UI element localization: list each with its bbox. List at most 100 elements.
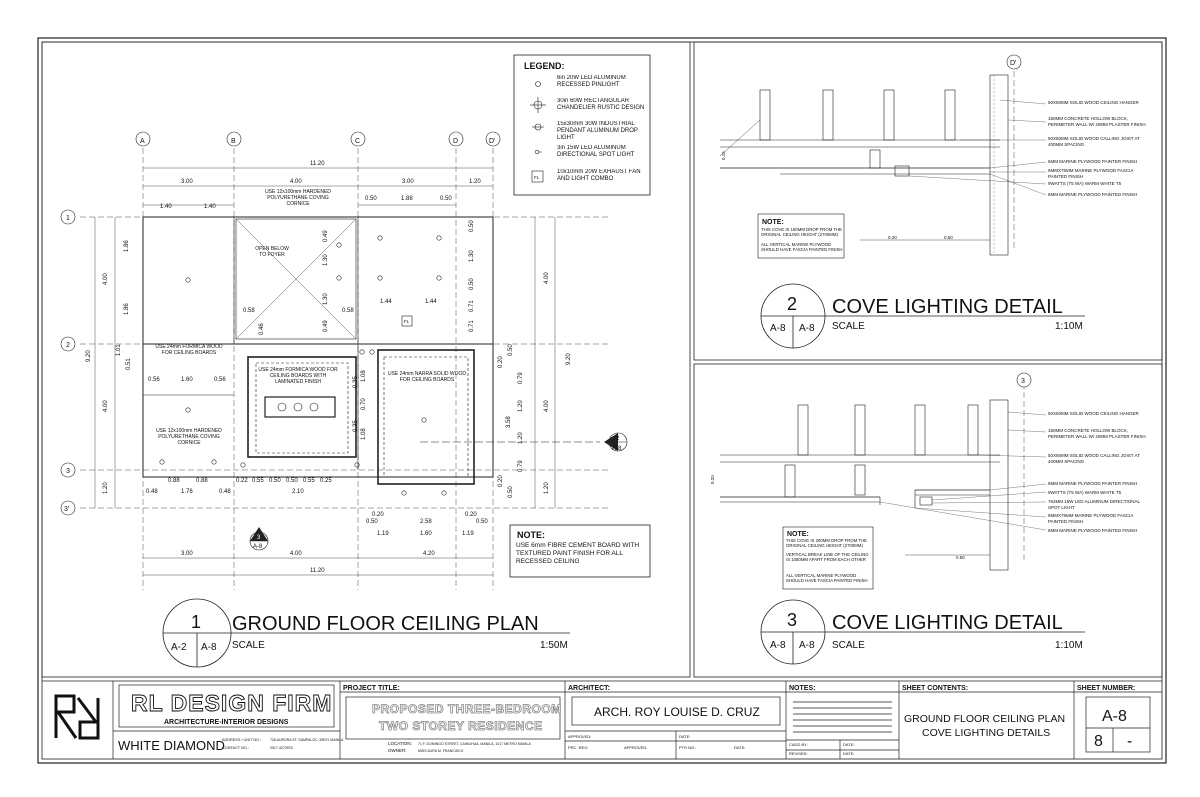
- svg-text:0.50: 0.50: [366, 519, 378, 525]
- detail3-drawing: [720, 383, 1025, 571]
- plan-title: GROUND FLOOR CEILING PLAN: [232, 613, 539, 635]
- svg-text:1.20: 1.20: [103, 482, 109, 494]
- legend-symbols: [530, 81, 546, 183]
- detail3-grid-bubble: [1016, 372, 1032, 388]
- svg-text:FL: FL: [534, 175, 540, 180]
- location-label: LOCATION:: [388, 741, 412, 746]
- address-value: 726 AURORA ST. SAMPALOC, BRGY MANILA: [270, 738, 344, 742]
- svg-text:0.51: 0.51: [126, 358, 132, 370]
- svg-text:4.00: 4.00: [544, 272, 550, 284]
- detail2-title-bubble: [760, 283, 1085, 349]
- svg-text:1.20: 1.20: [544, 482, 550, 494]
- svg-text:4.00: 4.00: [290, 179, 302, 185]
- detail2-ref-right: A-8: [799, 323, 815, 334]
- svg-text:0.15: 0.15: [721, 151, 726, 160]
- date2-label: DATE:: [734, 745, 745, 750]
- prc-label: PRC. REG:: [568, 745, 588, 750]
- svg-text:0.79: 0.79: [518, 372, 524, 384]
- project-title-label: PROJECT TITLE:: [343, 685, 400, 692]
- sheet-border-outer: [37, 37, 1167, 764]
- contact-label: CONTACT NO.:: [222, 746, 249, 750]
- detail3-note-box: [782, 526, 874, 590]
- detail2-note-box: [757, 213, 845, 259]
- plan-dimensions: 11.20 3.00 4.00 3.00 1.20 1.40 1.40 0.50…: [86, 161, 572, 574]
- note-coving-bottom: USE 12x100mm HARDENED POLYURETHANE COVIN…: [156, 428, 222, 446]
- title-block-grid: [112, 681, 1162, 759]
- svg-text:2.10: 2.10: [292, 489, 304, 495]
- contents-line1: GROUND FLOOR CEILING PLAN: [904, 713, 1065, 725]
- location-value: 71 F. DOMINGO STREET, CAINGHUA, MANILA, …: [418, 742, 531, 746]
- section-marker-3: 3 A-8: [249, 527, 269, 551]
- plan-ref-left: A-2: [171, 642, 187, 653]
- exhaust-fan-icon: [531, 170, 544, 183]
- date4-label: DATE:: [843, 751, 854, 756]
- svg-text:0.49: 0.49: [323, 230, 329, 242]
- svg-text:4.00: 4.00: [290, 551, 302, 557]
- svg-text:0.22: 0.22: [236, 478, 248, 484]
- architect-name: ARCH. ROY LOUISE D. CRUZ: [594, 705, 760, 719]
- svg-text:4.00: 4.00: [103, 273, 109, 285]
- date-label: DATE:: [679, 734, 690, 739]
- detail3-note-title: NOTE:: [787, 531, 809, 538]
- grid-row-2: 2: [66, 342, 70, 349]
- svg-text:1.86: 1.86: [124, 303, 130, 315]
- grid-col-d: D: [453, 138, 458, 145]
- legend-item-pendant: 15x30mm 30W INDUSTRIAL PENDANT ALUMINUM …: [557, 121, 638, 139]
- detail3-ref-right: A-8: [799, 640, 815, 651]
- detail3-callouts: 50X50MM SOLID WOOD CEILING HANGER 150MM …: [1048, 411, 1146, 533]
- svg-text:1.44: 1.44: [425, 299, 437, 305]
- svg-text:A-8: A-8: [612, 446, 622, 452]
- legend-item-chandelier: 30in 60W RECTANGULAR CHANDELIER RUSTIC D…: [557, 98, 645, 111]
- svg-text:0.48: 0.48: [146, 489, 158, 495]
- detail2-scale-value: 1:10M: [1055, 321, 1083, 332]
- note-formica: USE 24mm FORMICA WOOD FOR CEILING BOARDS: [155, 344, 223, 356]
- contact-value: 0917-4273978: [270, 746, 293, 750]
- sheet-number: A-8: [1102, 708, 1127, 725]
- svg-text:1.08: 1.08: [361, 370, 367, 382]
- svg-text:1.20: 1.20: [518, 432, 524, 444]
- svg-text:9.20: 9.20: [86, 350, 92, 362]
- sheet-contents-label: SHEET CONTENTS:: [902, 685, 968, 692]
- svg-text:3.00: 3.00: [181, 179, 193, 185]
- detail3-title-bubble: [760, 599, 1085, 665]
- svg-text:0.71: 0.71: [469, 320, 475, 332]
- fl-tag: FL: [404, 319, 410, 324]
- svg-text:1.01: 1.01: [116, 344, 122, 356]
- ptr-label: PTR NO.:: [679, 745, 696, 750]
- svg-text:0.50: 0.50: [508, 486, 514, 498]
- svg-text:4.00: 4.00: [544, 400, 550, 412]
- detail2-grid-bubble: [1006, 54, 1022, 70]
- detail2-drawing: [719, 62, 1015, 256]
- project-line2: TWO STOREY RESIDENCE: [379, 719, 543, 733]
- plan-scale-value: 1:50M: [540, 640, 568, 651]
- architect-label: ARCHITECT:: [568, 685, 610, 692]
- legend-item-exhaust-fan: 10x10mm 20W EXHAUST FAN AND LIGHT COMBO: [557, 169, 641, 182]
- svg-text:0.46: 0.46: [259, 323, 265, 335]
- svg-text:0.56: 0.56: [148, 377, 160, 383]
- svg-text:1.44: 1.44: [380, 299, 392, 305]
- detail3-scale-label: SCALE: [832, 640, 865, 651]
- note-narra: USE 24mm NARRA SOLID WOOD FOR CEILING BO…: [387, 371, 467, 383]
- plan-number: 1: [191, 612, 201, 632]
- detail3-frame: [693, 363, 1163, 678]
- detail3-ref-left: A-8: [770, 640, 786, 651]
- legend-box: [513, 54, 651, 196]
- svg-text:0.20: 0.20: [465, 512, 477, 518]
- svg-text:3: 3: [257, 535, 261, 541]
- ceiling-plan: [80, 148, 610, 590]
- firm-subtitle: ARCHITECTURE-INTERIOR DESIGNS: [164, 719, 289, 726]
- approved2-label: APPROVED:: [624, 745, 647, 750]
- svg-text:0.88: 0.88: [196, 478, 208, 484]
- legend-title: LEGEND:: [524, 61, 565, 71]
- svg-text:3.00: 3.00: [402, 179, 414, 185]
- svg-text:1.60: 1.60: [420, 531, 432, 537]
- svg-text:1.20: 1.20: [518, 400, 524, 412]
- detail2-ref-left: A-8: [770, 323, 786, 334]
- svg-text:1.19: 1.19: [462, 531, 474, 537]
- svg-text:0.58: 0.58: [342, 308, 354, 314]
- plan-note-title: NOTE:: [517, 530, 545, 540]
- grid-row-3: 3: [66, 468, 70, 475]
- note-coving-top: USE 12x100mm HARDENED POLYURETHANE COVIN…: [265, 189, 331, 207]
- svg-text:0.88: 0.88: [168, 478, 180, 484]
- svg-text:0.70: 0.70: [361, 398, 367, 410]
